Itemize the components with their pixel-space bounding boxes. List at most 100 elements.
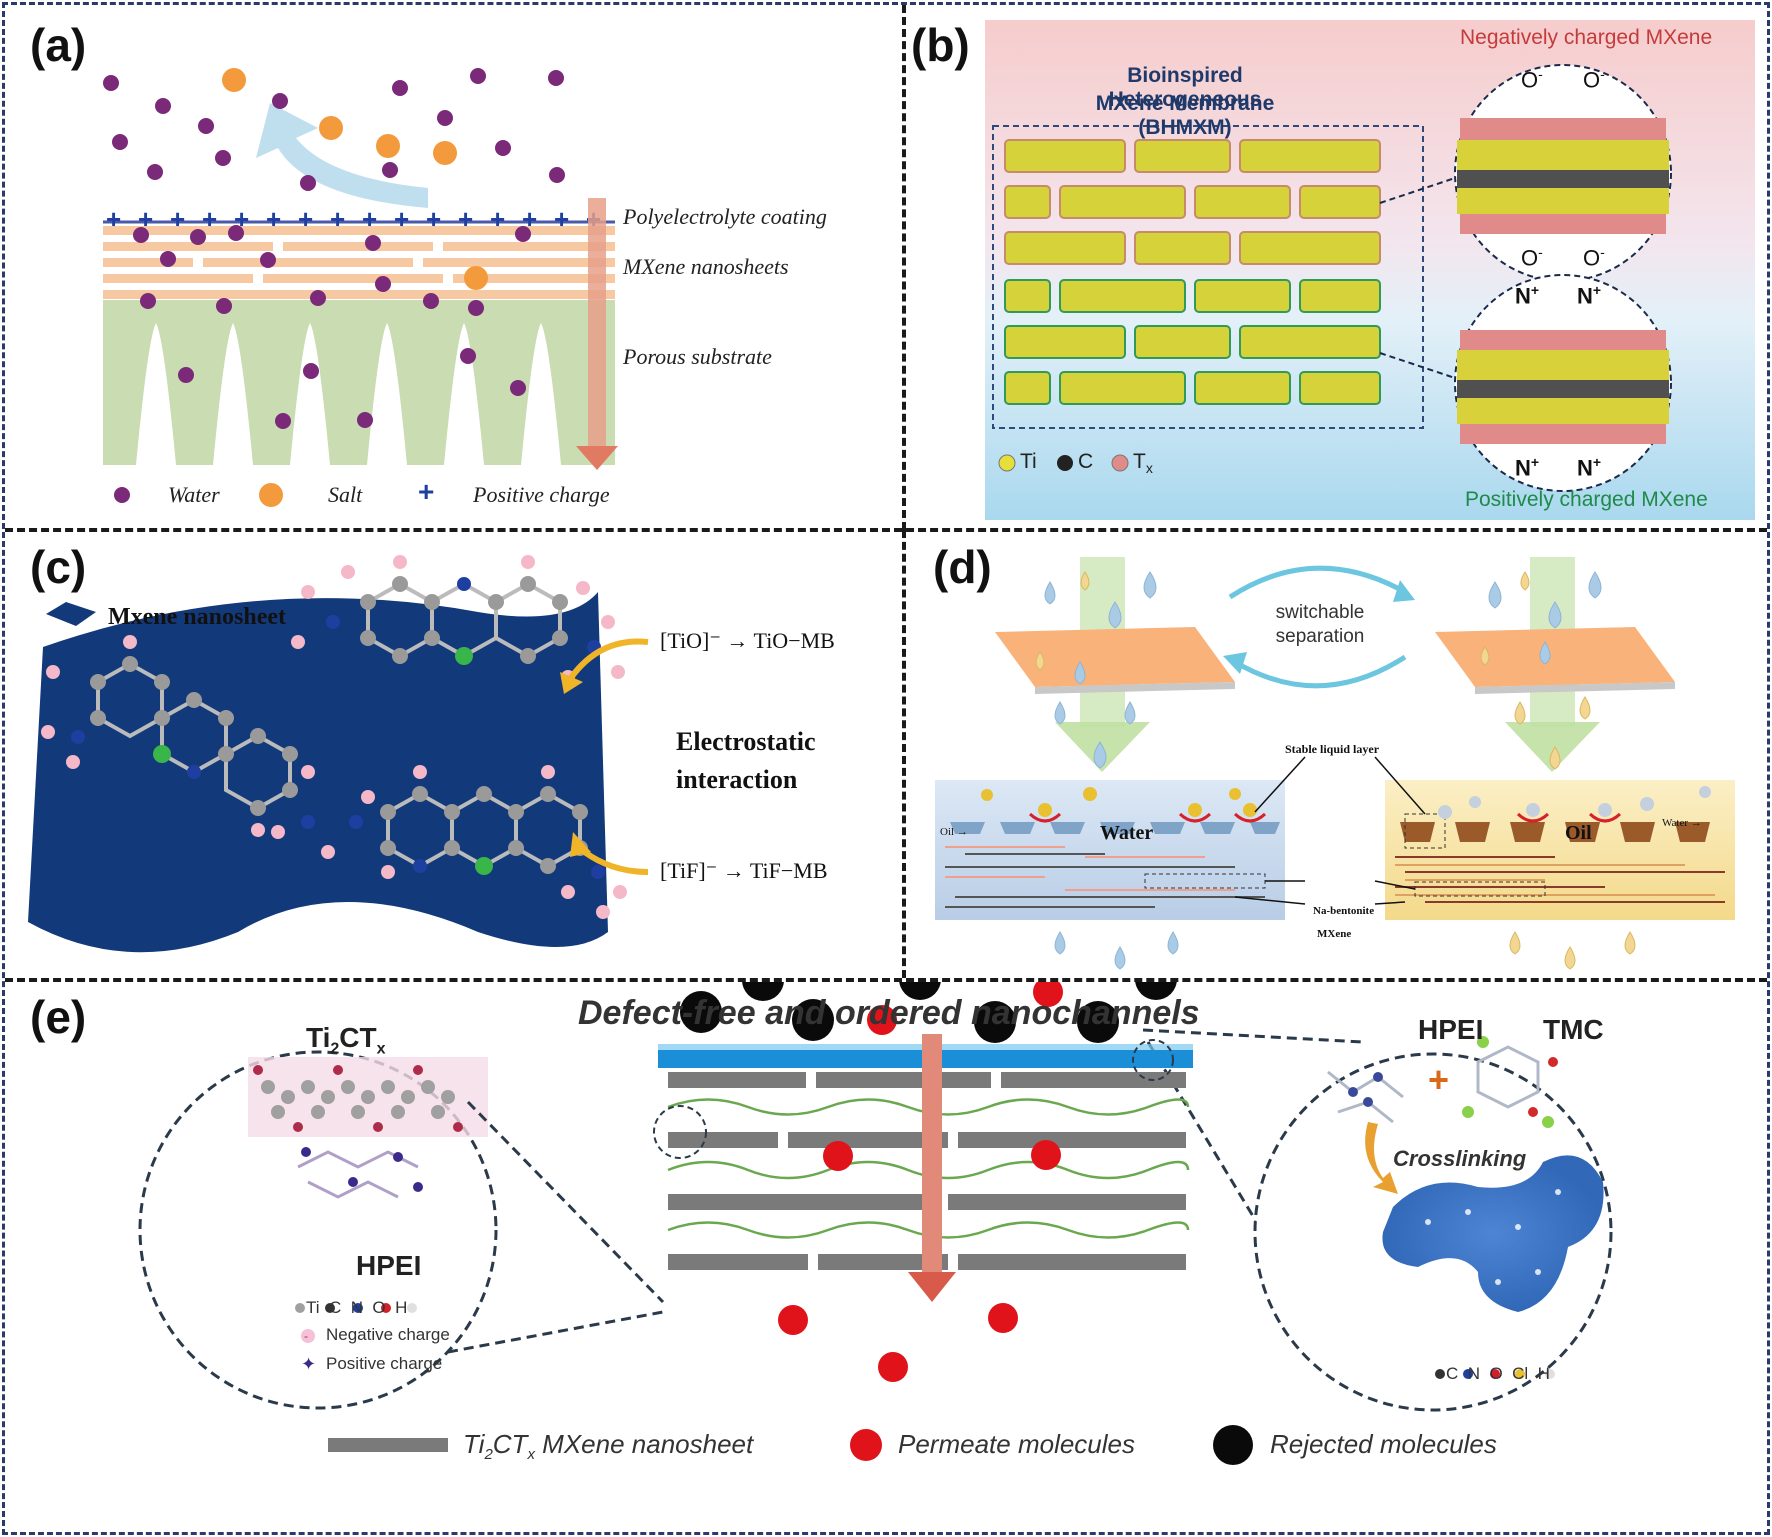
n-plus-top-left: N+ [1515,282,1540,309]
hpei-right-label: HPEI [1418,1014,1484,1045]
bhmxm-title-line2: MXene Membrane (BHMXM) [1095,92,1275,139]
positive-mxene-label: Positively charged MXene [1465,488,1708,511]
switch-arrow-bottom [1233,654,1407,689]
legend-c-label: C [1078,450,1094,473]
svg-text:+: + [554,204,569,234]
panel-c-label: (c) [30,541,87,593]
svg-text:+: + [170,204,185,234]
water-spheres [1438,786,1711,819]
legend-charge-label: Positive charge [473,482,610,507]
negative-charge-label: Negative charge [326,1325,450,1344]
svg-text:+: + [138,204,153,234]
panel-a-label: (a) [30,19,87,71]
membrane-region [992,125,1424,429]
negative-sheets [1004,139,1381,265]
panel-c-diagram [28,555,649,953]
switchable-label-line1: switchable [1275,602,1365,623]
legend-nanosheet-swatch [328,1438,448,1452]
panel-e-label: (e) [30,991,87,1043]
ti2ctx-nanosheet-stack [668,1072,1186,1270]
oil-drops [1035,571,1636,970]
legend-charge-symbol: + [418,476,435,507]
mxene-layer-label: MXene [1317,928,1352,940]
permeation-arrow-head [576,446,618,470]
divider-vertical-top [902,5,906,530]
svg-text:+: + [202,204,217,234]
membrane-sheet-right [1435,627,1675,687]
svg-text:+: + [362,204,377,234]
oil-layer-label: Oil [1565,822,1592,844]
water-molecules [103,68,565,429]
n-plus-bottom-left: N+ [1515,454,1540,481]
legend-salt-dot [259,483,283,507]
legend-permeate-dot [850,1429,882,1461]
panel-b-diagram [985,20,1755,520]
panel-b-label: (b) [911,19,970,71]
legend-rejected-label: Rejected molecules [1270,1429,1497,1459]
svg-text:+: + [330,204,345,234]
water-layer-label: Water [1100,822,1154,844]
molecule-sulfur-atoms [153,647,493,875]
legend-rejected-dot [1213,1425,1253,1465]
crosslinked-polymer [1382,1155,1604,1312]
permeation-arrow [922,1034,942,1274]
nanosheet-icon [46,602,96,626]
legend-tx-dot [1111,454,1129,472]
layer-label-substrate: Porous substrate [623,344,772,369]
ti2ctx-atoms [261,1080,455,1119]
panel-c: (c) Mxene nanosheet [TiO]⁻ → TiO−MB Elec… [8,532,903,977]
n-plus-bottom-right: N+ [1577,454,1602,481]
electrostatic-label-line2: interaction [676,765,798,794]
mxene-nanosheet-layers [103,226,615,299]
svg-text:+: + [106,204,121,234]
tio-reaction-label: [TiO]⁻ → TiO−MB [660,628,835,653]
panel-d-label: (d) [933,541,992,593]
crosslinking-arrow-icon [1365,1122,1398,1194]
panel-d-diagram [935,557,1735,970]
divider-vertical-mid [902,530,906,978]
negative-charge-icon [301,1329,315,1343]
bhmxm-title-line1: Bioinspired Heterogeneous [1108,64,1262,111]
panel-d: (d) switchable separation Stable liquid … [905,532,1765,977]
tmc-label: TMC [1543,1014,1604,1045]
right-element-legend: C N O Cl H [1446,1364,1550,1383]
tif-reaction-label: [TiF]⁻ → TiF−MB [660,858,828,883]
permeate-molecules [778,977,1063,1382]
molecule-carbon-atoms [90,576,588,874]
na-bentonite-label: Na-bentonite [1313,905,1375,917]
svg-text:+: + [298,204,313,234]
panel-b: (b) Bioinspired Heterogeneous MXene Memb… [905,8,1765,528]
left-element-legend: Ti C N O H [306,1298,408,1317]
layer-label-coating: Polyelectrolyte coating [623,204,827,229]
legend-nanosheet-label: Ti2CTx MXene nanosheet [463,1429,754,1464]
ti2ctx-label: Ti2CTx [306,1022,386,1058]
divider-horizontal-2 [5,978,1767,982]
positive-sheets [1004,279,1381,405]
panel-a: ++++ ++++ ++++ ++++ (a) [8,8,903,528]
panel-e-title: Defect-free and ordered nanochannels [578,994,1200,1032]
cross-section-oil [1385,780,1735,920]
hpei-left-label: HPEI [356,1250,422,1281]
zoom-circle-positive [1454,274,1672,492]
molecule-nitrogen-atoms [71,577,605,879]
legend-water-dot [114,487,130,503]
zoom-circle-ti2ctx [138,1050,498,1410]
plus-icon: + [1428,1059,1449,1100]
divider-horizontal-1 [5,528,1767,532]
negative-mxene-label: Negatively charged MXene [1460,26,1713,49]
svg-text:+: + [266,204,281,234]
legend-permeate-label: Permeate molecules [898,1429,1135,1459]
molecule-hydrogen-atoms [41,555,627,919]
mxene-nanosheet-label: Mxene nanosheet [108,604,286,630]
o-minus-top-right: O- [1583,66,1605,93]
svg-text:+: + [394,204,409,234]
o-minus-bottom-left: O- [1521,244,1543,271]
legend-tx-label: Tx [1133,450,1153,477]
legend-salt-label: Salt [328,482,363,507]
legend-ti-dot [998,454,1016,472]
o-minus-bottom-right: O- [1583,244,1605,271]
stable-liquid-layer-label: Stable liquid layer [1285,742,1380,756]
positive-charge-label: Positive charge [326,1354,443,1373]
crosslinking-label: Crosslinking [1393,1146,1527,1171]
